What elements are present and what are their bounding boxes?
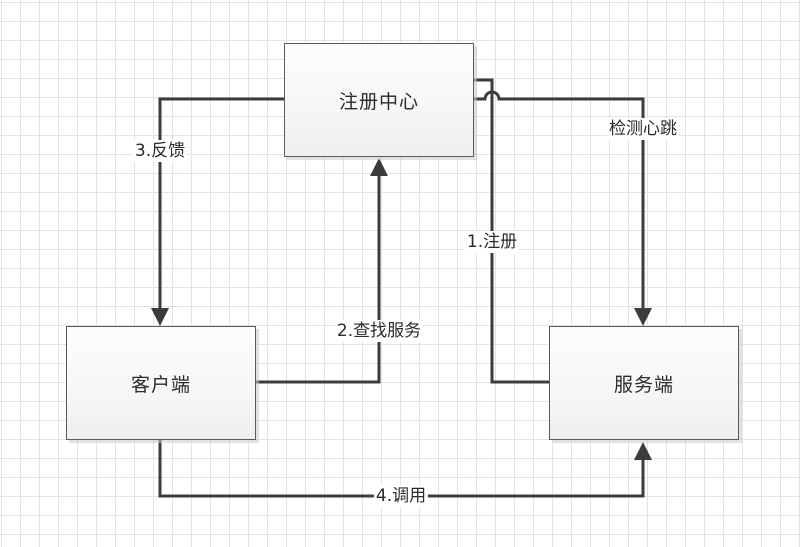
- edge-find-line: [256, 174, 381, 384]
- edge-find[interactable]: [256, 158, 388, 384]
- node-server[interactable]: 服务端: [549, 326, 739, 440]
- edge-feedback[interactable]: [151, 97, 284, 326]
- node-client-label: 客户端: [130, 373, 191, 396]
- edge-label-heartbeat: 检测心跳: [607, 118, 679, 140]
- node-registry-label: 注册中心: [338, 90, 419, 113]
- node-server-label: 服务端: [613, 373, 674, 396]
- edge-heartbeat-line: [474, 90, 645, 310]
- edge-feedback-line: [158, 97, 284, 310]
- edge-label-feedback: 3.反馈: [132, 140, 188, 162]
- edge-label-find-service: 2.查找服务: [334, 320, 424, 342]
- arrowhead-up-icon: [370, 158, 388, 176]
- node-registry-center[interactable]: 注册中心: [284, 43, 474, 157]
- arrowhead-down-icon: [151, 308, 169, 326]
- edge-label-invoke: 4.调用: [373, 485, 429, 507]
- arrowhead-up-icon: [634, 442, 652, 460]
- edge-label-register: 1.注册: [464, 231, 520, 253]
- arrowhead-down-icon: [634, 308, 652, 326]
- node-client[interactable]: 客户端: [66, 326, 256, 440]
- edge-heartbeat[interactable]: [474, 90, 652, 326]
